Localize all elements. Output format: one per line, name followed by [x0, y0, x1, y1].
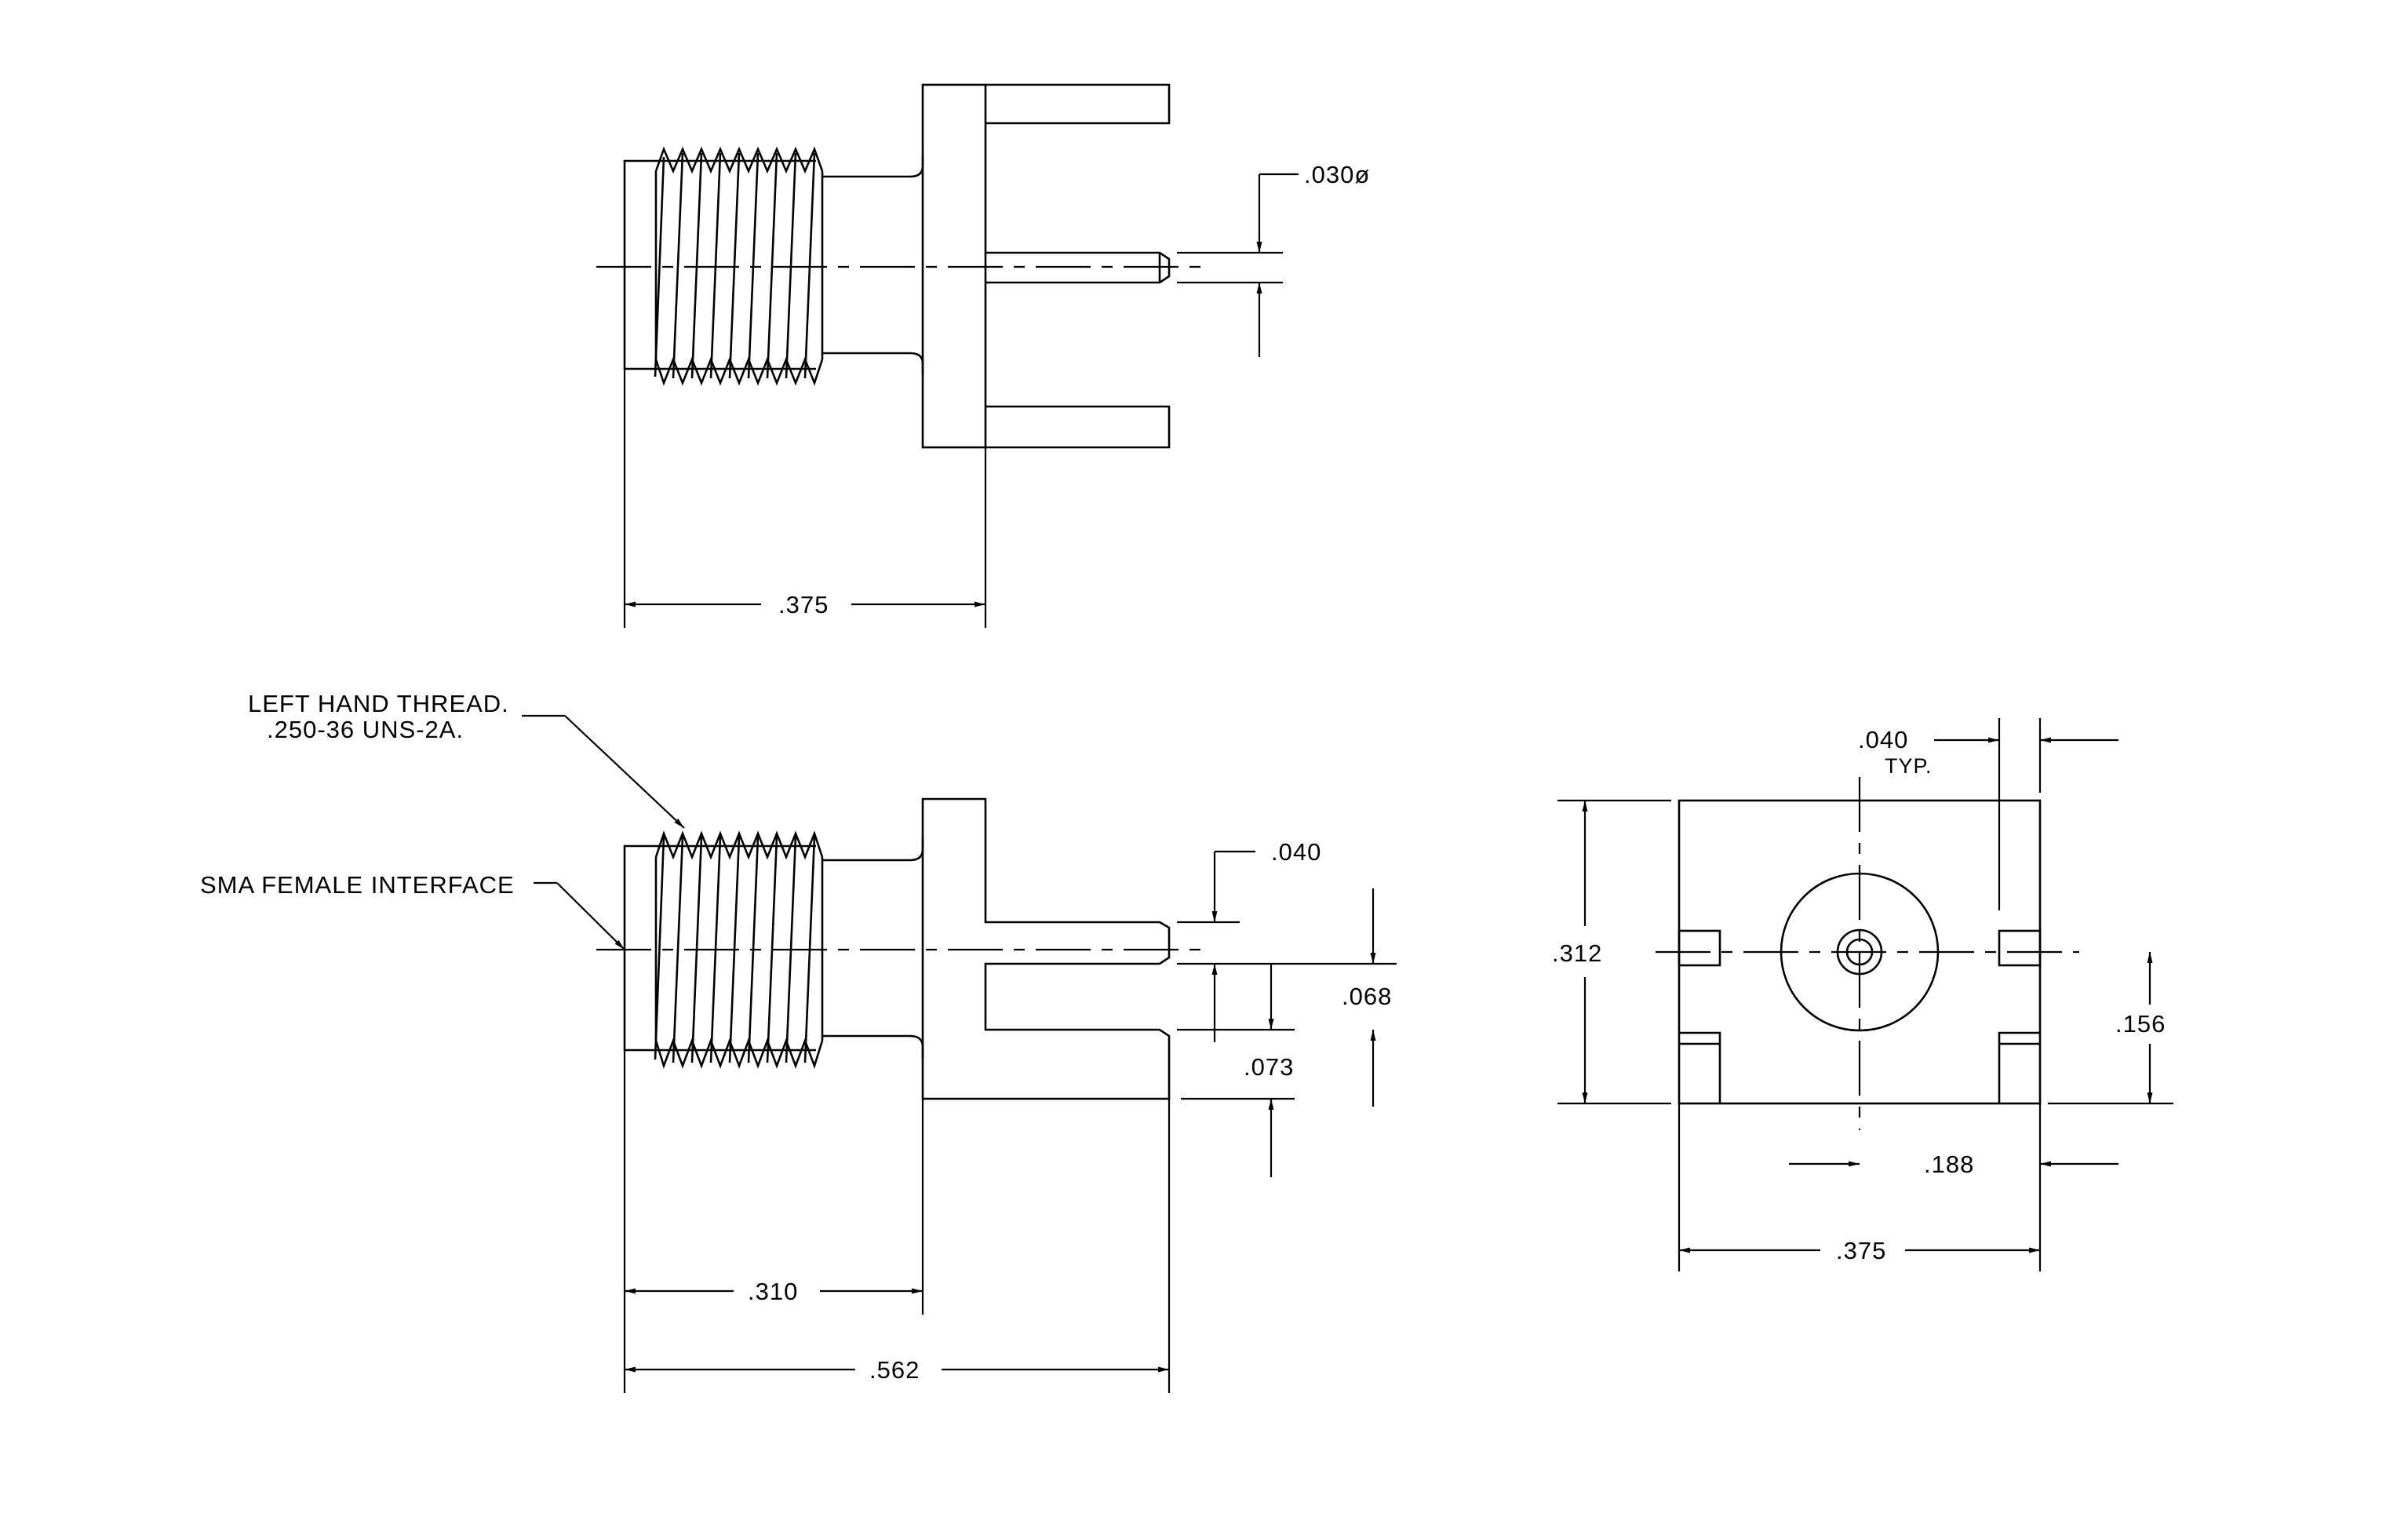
- side-view: .040 .068 .073 .310 .: [200, 690, 1397, 1393]
- dim-front-half-width: .188: [1789, 1151, 2118, 1178]
- dim-top-width: .375: [623, 369, 987, 628]
- thread-note: LEFT HAND THREAD. .250-36 UNS-2A.: [248, 690, 685, 829]
- front-height-label: .312: [1552, 939, 1602, 967]
- tab-typ-label: TYP.: [1885, 754, 1933, 778]
- dim-front-height: .312: [1552, 799, 1671, 1105]
- front-half-height-label: .156: [2115, 1010, 2166, 1038]
- dim-thread-length: .310: [623, 1050, 924, 1393]
- thread-note-line2: .250-36 UNS-2A.: [267, 716, 464, 743]
- thread-length-label: .310: [748, 1278, 798, 1305]
- overall-length-label: .562: [869, 1356, 920, 1384]
- top-view: .030ø .375: [596, 83, 1370, 628]
- interface-note: SMA FEMALE INTERFACE: [200, 871, 625, 950]
- front-width-label: .375: [1836, 1237, 1886, 1264]
- dim-front-width: .375: [1678, 1103, 2042, 1271]
- tab-width-label: .040: [1858, 726, 1908, 753]
- leg-height-label: .073: [1244, 1053, 1294, 1081]
- dim-overall-length: .562: [625, 1099, 1171, 1393]
- front-half-width-label: .188: [1924, 1151, 1974, 1178]
- top-width-label: .375: [778, 591, 829, 618]
- dim-front-half-height: .156: [2048, 952, 2173, 1105]
- dim-pin-diameter: .030ø: [1177, 161, 1370, 357]
- dim-leg-gap: .068: [1177, 888, 1392, 1107]
- dim-leg-thickness: .040: [1177, 838, 1397, 1042]
- interface-note-text: SMA FEMALE INTERFACE: [200, 871, 515, 899]
- dim-leg-height: .073: [1181, 964, 1295, 1177]
- leg-thickness-label: .040: [1271, 838, 1321, 866]
- front-view: .040 TYP. .312 .156 .188: [1552, 718, 2173, 1271]
- pin-diameter-label: .030ø: [1304, 161, 1370, 188]
- thread-note-line1: LEFT HAND THREAD.: [248, 690, 509, 717]
- leg-gap-label: .068: [1342, 983, 1392, 1010]
- dim-tab-width: .040 TYP.: [1858, 718, 2118, 910]
